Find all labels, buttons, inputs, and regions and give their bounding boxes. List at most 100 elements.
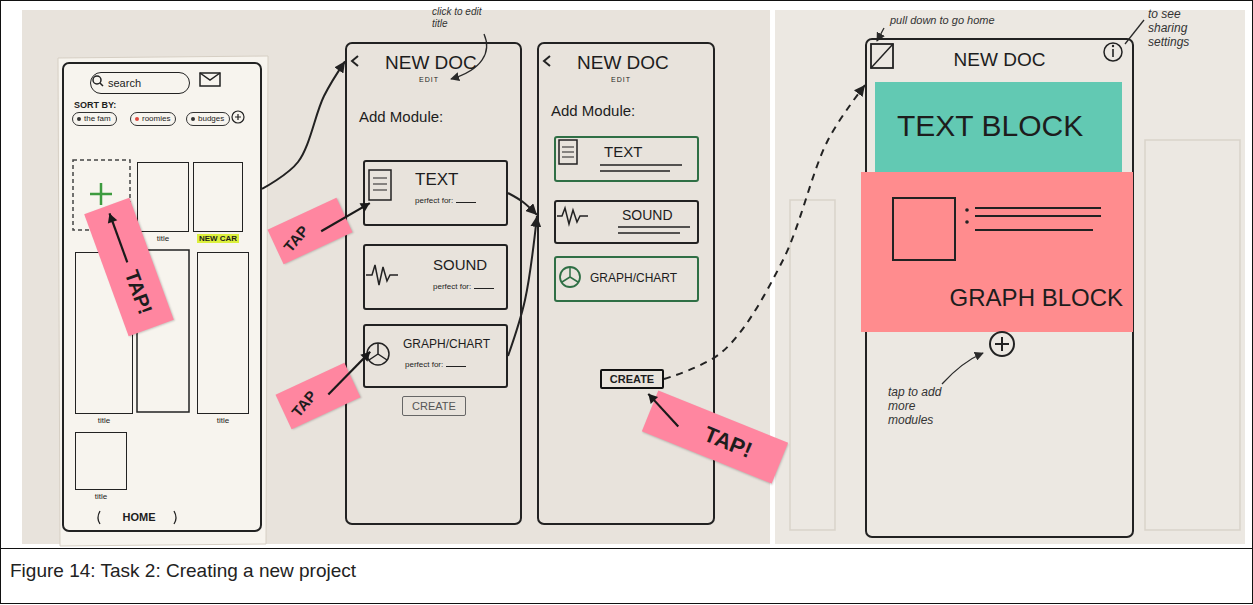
tag-dot: [135, 117, 139, 121]
handwritten-note: to see sharing settings: [1148, 8, 1220, 49]
module-option-text: SOUND: [433, 256, 487, 273]
back-chevron: [544, 56, 550, 66]
home-icon: [871, 44, 893, 68]
filter-tag: roomies: [130, 112, 176, 126]
project-card-text: title: [98, 416, 110, 425]
project-card: title: [197, 252, 249, 425]
add-module-button: [995, 337, 1009, 351]
module-option: SOUND perfect for:: [363, 244, 508, 310]
scribble-lines: [975, 208, 1101, 230]
text-icon: [369, 170, 391, 200]
module-option: GRAPH/CHART perfect for:: [363, 324, 508, 388]
text-block-text: TEXT BLOCK: [897, 109, 1083, 144]
scribble-lines: [618, 227, 690, 233]
chart-icon: [367, 343, 389, 365]
module-option: TEXT: [554, 136, 699, 182]
ghost-sketch: [790, 200, 835, 530]
module-option-text: TEXT: [415, 170, 458, 190]
create-button: CREATE: [402, 396, 466, 416]
handwritten-note: tap to add more modules: [888, 386, 950, 427]
sticky-note-text: TAP!: [700, 421, 756, 463]
module-option-text: GRAPH/CHART: [403, 338, 490, 352]
photo-right: [775, 10, 1245, 544]
leader-line: [1125, 20, 1144, 44]
sticky-arrow-head: [360, 199, 373, 212]
card-frame: [197, 252, 249, 414]
phone-screen-text: HOME: [104, 511, 174, 524]
create-button: CREATE: [600, 369, 664, 389]
create-button-text: CREATE: [610, 373, 654, 386]
bullet-dot: [965, 220, 969, 224]
module-option-text: perfect for:: [433, 282, 471, 291]
module-option-text: perfect for:: [415, 196, 453, 205]
flow-arrow: [508, 193, 537, 215]
search-icon: [93, 76, 101, 84]
phone-screen: TEXT BLOCKGRAPH BLOCKNEW DOC: [865, 38, 1134, 538]
tag-dot: [77, 117, 81, 121]
module-option-text: TEXT: [604, 143, 642, 160]
flow-arrow: [508, 216, 537, 356]
caption-divider: [0, 548, 1253, 549]
phone-screen-text: NEW DOC: [385, 52, 477, 74]
figure-caption: Figure 14: Task 2: Creating a new projec…: [10, 560, 910, 582]
search-icon: [100, 83, 103, 86]
project-card-text: title: [157, 234, 169, 243]
ghost-sketch: [1145, 140, 1240, 530]
card-frame: [193, 162, 243, 232]
module-option: SOUND: [554, 200, 699, 244]
project-card-text: NEW CAR: [197, 234, 239, 243]
project-card: title: [137, 162, 189, 243]
text-icon: [559, 140, 577, 164]
chart-placeholder: [893, 198, 955, 260]
home-bracket: [174, 511, 176, 524]
handwritten-note: click to edit title: [432, 6, 494, 29]
phone-screen-text: NEW DOC: [867, 49, 1132, 71]
card-frame: [75, 432, 127, 490]
create-button-text: CREATE: [412, 400, 456, 413]
project-card-text: title: [217, 416, 229, 425]
blank-line: [456, 202, 476, 203]
filter-tag-text: the fam: [84, 114, 111, 123]
module-option: GRAPH/CHART: [554, 256, 699, 302]
text-icon: [562, 147, 574, 157]
sticky-arrow-shaft: [319, 352, 379, 395]
blank-line: [474, 288, 494, 289]
back-chevron: [352, 56, 358, 66]
home-bracket: [98, 511, 100, 524]
sticky-note: TAP: [276, 363, 361, 430]
sticky-arrow-shaft: [641, 394, 685, 427]
module-option: TEXT perfect for:: [363, 160, 508, 226]
phone-screen: TEXT SOUND GRAPH/CHART CREATE NEW DOC EDIT Add…: [537, 42, 715, 525]
module-option-text: GRAPH/CHART: [590, 272, 677, 286]
leader-arrow: [942, 353, 983, 384]
phone-screen-text: EDIT: [611, 76, 631, 84]
add-tag-icon: [235, 114, 241, 120]
module-option-text: perfect for:: [405, 360, 443, 369]
sticky-arrow-head: [105, 212, 117, 224]
mail-icon: [200, 73, 220, 80]
handwritten-note: pull down to go home: [890, 14, 1030, 27]
green-plus: [90, 183, 112, 205]
flow-arrow: [664, 85, 865, 379]
mail-icon: [200, 73, 220, 86]
sticky-note: TAP!: [84, 198, 174, 337]
blank-line: [446, 366, 466, 367]
project-card-text: title: [95, 492, 107, 501]
chart-icon: [560, 267, 580, 287]
sticky-arrow-head: [645, 393, 658, 405]
project-card: NEW CAR: [193, 162, 243, 243]
sticky-note-text: TAP: [288, 387, 320, 420]
phone-screen-text: NEW DOC: [577, 52, 669, 74]
text-block: TEXT BLOCK: [875, 82, 1122, 172]
text-icon: [373, 178, 387, 190]
sticky-note-text: TAP!: [120, 267, 157, 317]
phone-screen-text: Add Module:: [551, 102, 635, 119]
sticky-note: TAP: [268, 198, 353, 265]
filter-tag-text: roomies: [142, 114, 170, 123]
home-icon: [871, 44, 893, 68]
card-frame: [137, 162, 189, 232]
